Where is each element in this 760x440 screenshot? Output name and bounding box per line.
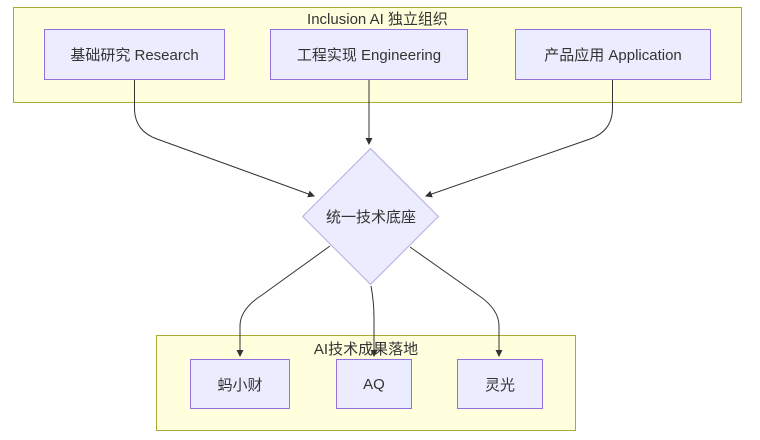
- node-aq: AQ: [336, 359, 412, 409]
- node-application-label: 产品应用 Application: [544, 47, 682, 64]
- node-research: 基础研究 Research: [44, 29, 225, 80]
- node-application: 产品应用 Application: [515, 29, 711, 80]
- edge-core-to-ma: [236, 245, 331, 358]
- edge-research-to-core: [134, 80, 315, 198]
- node-engineering: 工程实现 Engineering: [270, 29, 468, 80]
- node-engineering-label: 工程实现 Engineering: [296, 47, 442, 64]
- node-lingguang-label: 灵光: [484, 376, 515, 394]
- node-maxiaocai: 蚂小财: [190, 359, 290, 409]
- node-aq-label: AQ: [363, 375, 385, 393]
- edge-core-to-lingguang: [409, 246, 503, 358]
- cluster-ai-results-title: AI技术成果落地: [313, 341, 419, 358]
- edge-core-to-aq: [370, 285, 378, 358]
- node-maxiaocai-label: 蚂小财: [217, 376, 263, 394]
- node-lingguang: 灵光: [457, 359, 543, 409]
- node-unified-tech-base-label: 统一技术底座: [325, 209, 416, 226]
- cluster-inclusion-ai-title: Inclusion AI 独立组织: [307, 11, 448, 28]
- node-research-label: 基础研究 Research: [70, 47, 199, 64]
- edge-application-to-core: [425, 80, 613, 198]
